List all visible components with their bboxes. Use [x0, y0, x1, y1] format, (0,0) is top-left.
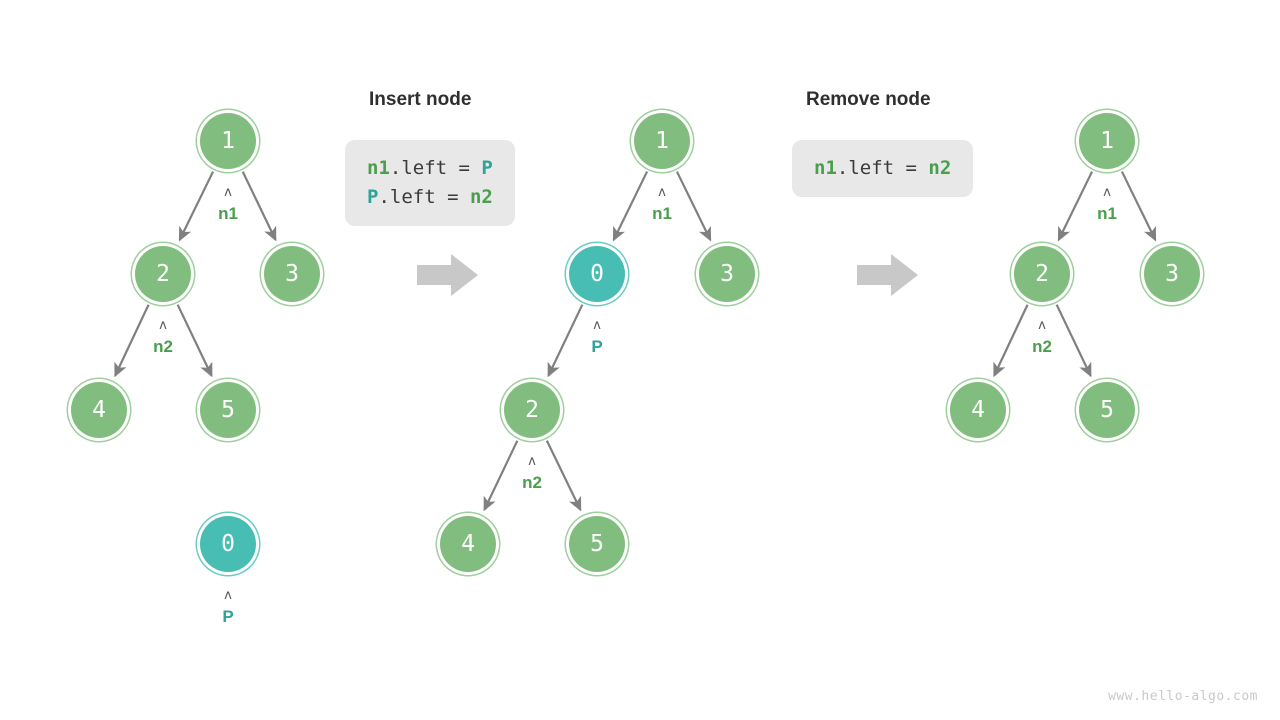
remove-code-block: n1.left = n2 [792, 140, 974, 197]
code-line: P.left = n2 [367, 183, 493, 212]
tree-node[interactable]: 2 [504, 382, 560, 438]
tree-node[interactable]: 2 [1014, 246, 1070, 302]
pointer-annotation: ʌ n1 [1072, 186, 1142, 223]
code-token: P [481, 157, 493, 179]
tree-node[interactable]: 3 [699, 246, 755, 302]
pointer-label: n2 [153, 337, 173, 356]
caret-up-icon: ʌ [593, 318, 601, 333]
tree-node[interactable]: 4 [440, 516, 496, 572]
pointer-annotation: ʌ n2 [1007, 319, 1077, 356]
code-token: n2 [928, 157, 952, 179]
tree-node-value: 1 [221, 128, 235, 154]
pointer-annotation: ʌ n2 [497, 455, 567, 492]
tree-node[interactable]: 3 [264, 246, 320, 302]
tree-node-value: 1 [1100, 128, 1114, 154]
tree-node[interactable]: 5 [569, 516, 625, 572]
tree-node[interactable]: 0 [200, 516, 256, 572]
tree-node-value: 5 [590, 531, 604, 557]
remove-node-heading: Remove node [806, 89, 931, 110]
code-line: n1.left = n2 [814, 154, 951, 183]
tree-node[interactable]: 5 [200, 382, 256, 438]
pointer-annotation: ʌ n1 [627, 186, 697, 223]
code-token: n1 [814, 157, 837, 179]
tree-node-value: 3 [720, 261, 734, 287]
tree-node[interactable]: 4 [950, 382, 1006, 438]
pointer-label: n1 [1097, 204, 1117, 223]
code-token: P [367, 186, 379, 208]
pointer-annotation: ʌ n2 [128, 319, 198, 356]
caret-up-icon: ʌ [528, 454, 536, 469]
caret-up-icon: ʌ [224, 185, 232, 200]
caret-up-icon: ʌ [159, 318, 167, 333]
tree-node-value: 2 [525, 397, 539, 423]
tree-node[interactable]: 0 [569, 246, 625, 302]
tree-node[interactable]: 4 [71, 382, 127, 438]
code-token: .left = [378, 186, 470, 208]
tree-node-value: 5 [221, 397, 235, 423]
code-token: n1 [367, 157, 390, 179]
tree-node[interactable]: 1 [200, 113, 256, 169]
tree-node-value: 5 [1100, 397, 1114, 423]
tree-node[interactable]: 2 [135, 246, 191, 302]
transition-arrow-icon [857, 253, 919, 297]
pointer-label: P [591, 337, 603, 356]
tree-node-value: 4 [92, 397, 106, 423]
caret-up-icon: ʌ [1103, 185, 1111, 200]
code-line: n1.left = P [367, 154, 493, 183]
pointer-label: n1 [218, 204, 238, 223]
tree-node-value: 1 [655, 128, 669, 154]
pointer-label: n1 [652, 204, 672, 223]
code-token: .left = [389, 157, 482, 179]
tree-node-value: 0 [590, 261, 604, 287]
tree-node[interactable]: 3 [1144, 246, 1200, 302]
tree-node-value: 3 [1165, 261, 1179, 287]
tree-node-value: 4 [971, 397, 985, 423]
tree-node[interactable]: 1 [1079, 113, 1135, 169]
tree-node-value: 2 [156, 261, 170, 287]
tree-node[interactable]: 5 [1079, 382, 1135, 438]
caret-up-icon: ʌ [658, 185, 666, 200]
pointer-annotation: ʌ n1 [193, 186, 263, 223]
pointer-label: n2 [522, 473, 542, 492]
tree-node-value: 3 [285, 261, 299, 287]
tree-node-value: 4 [461, 531, 475, 557]
insert-node-heading: Insert node [369, 89, 472, 110]
transition-arrow-icon [417, 253, 479, 297]
caret-up-icon: ʌ [224, 588, 232, 603]
pointer-label: n2 [1032, 337, 1052, 356]
tree-node-value: 2 [1035, 261, 1049, 287]
watermark: www.hello-algo.com [1108, 689, 1258, 704]
caret-up-icon: ʌ [1038, 318, 1046, 333]
tree-node-value: 0 [221, 531, 235, 557]
tree-node[interactable]: 1 [634, 113, 690, 169]
code-token: .left = [836, 157, 929, 179]
code-token: n2 [469, 186, 493, 208]
pointer-label: P [222, 607, 234, 626]
